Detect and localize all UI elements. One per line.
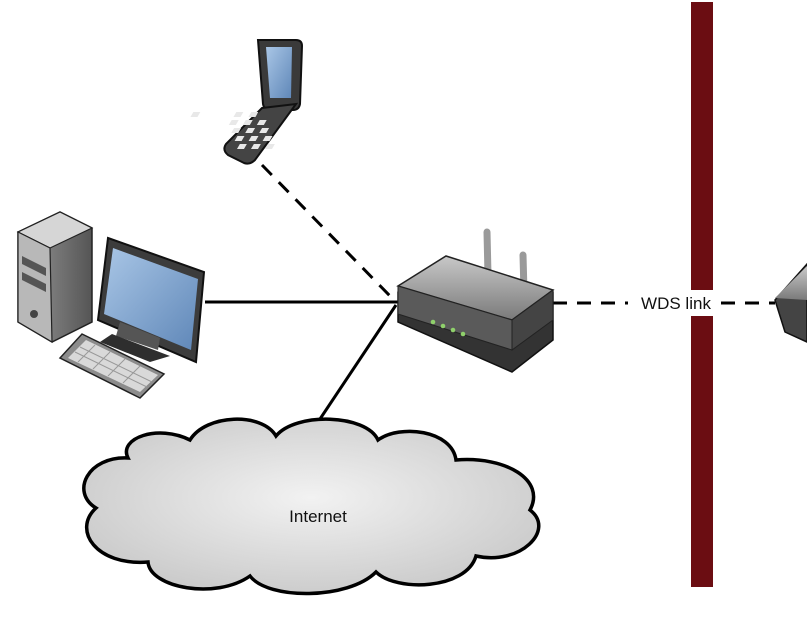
wds-label-background: [630, 290, 720, 316]
internet-cloud: Internet: [82, 417, 541, 596]
internet-label: Internet: [289, 507, 347, 526]
remote-router-icon: [774, 262, 807, 343]
wired-link-router-internet: [316, 304, 398, 423]
wireless-router-icon: [396, 228, 555, 373]
mobile-phone-icon: [190, 39, 304, 165]
wds-link-label: WDS link: [641, 294, 711, 313]
wireless-link-phone-router: [260, 163, 394, 300]
desktop-computer-icon: [16, 211, 206, 399]
